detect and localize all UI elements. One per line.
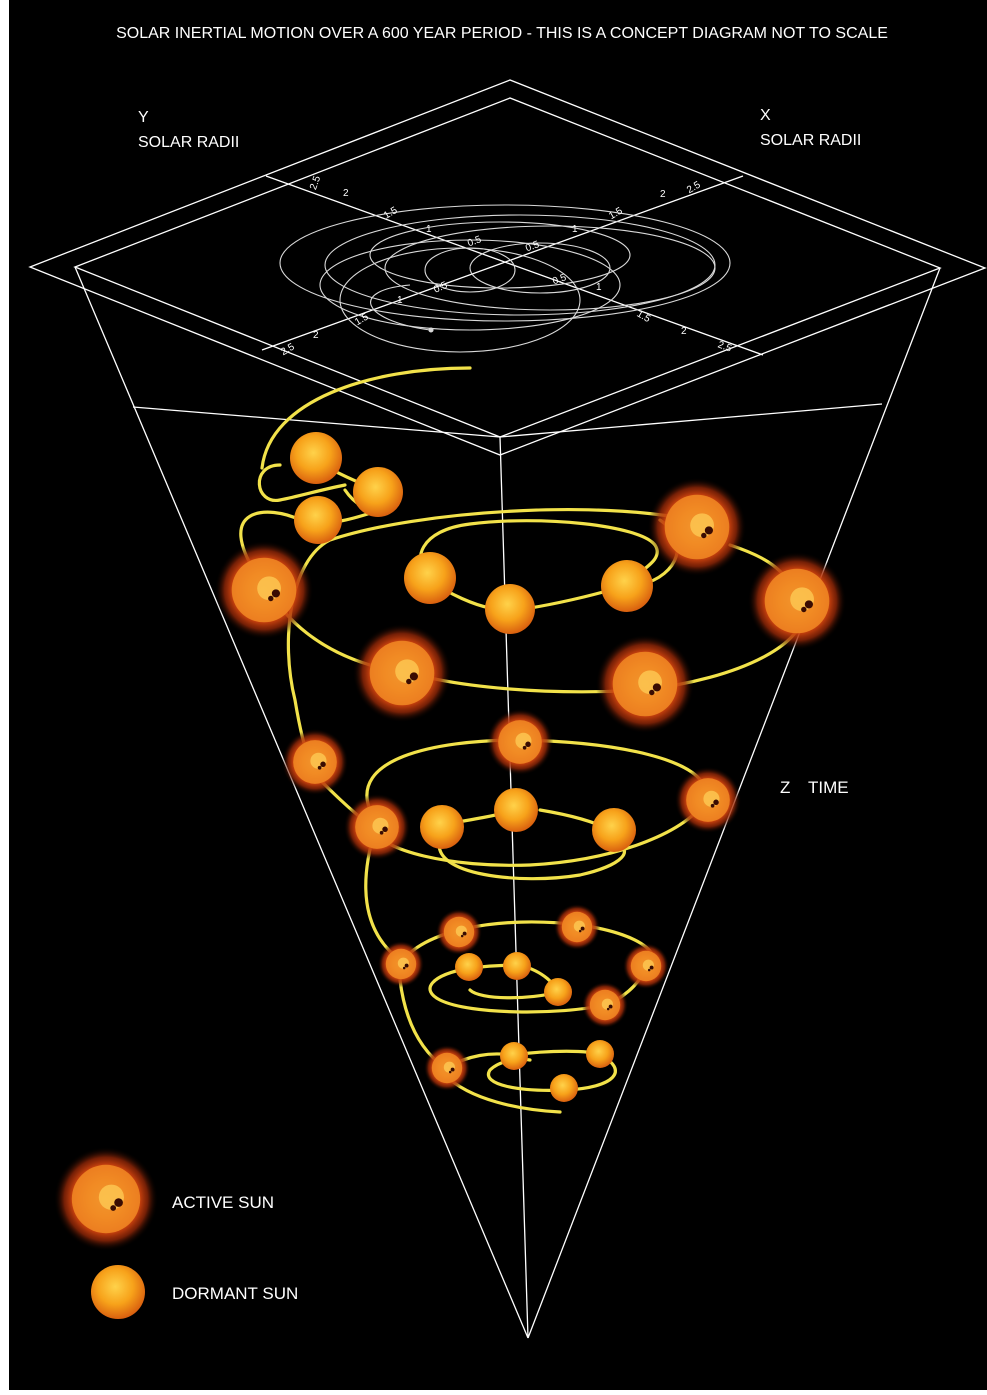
tick-label: 2 xyxy=(660,189,666,200)
y-axis-unit: SOLAR RADII xyxy=(138,134,239,151)
active-sun-icon xyxy=(53,1146,159,1252)
active-sun-icon xyxy=(553,903,601,951)
tick-label: 1 xyxy=(572,224,578,235)
dormant-sun-icon xyxy=(494,788,538,832)
diagram-background xyxy=(9,0,987,1390)
dormant-sun-icon xyxy=(544,978,572,1006)
active-sun-icon xyxy=(435,908,483,956)
z-axis-unit: TIME xyxy=(808,778,849,797)
tick-label: 2.5 xyxy=(716,340,733,355)
tick-label: 2 xyxy=(313,330,319,341)
legend-dormant-label: DORMANT SUN xyxy=(172,1284,298,1303)
dormant-sun-icon xyxy=(503,952,531,980)
tick-label: 0.5 xyxy=(551,272,568,287)
dormant-sun-icon xyxy=(586,1040,614,1068)
active-sun-icon xyxy=(214,540,314,640)
tick-label: 2.5 xyxy=(308,174,323,191)
tick-label: 2.5 xyxy=(279,341,297,358)
legend: ACTIVE SUN DORMANT SUN xyxy=(53,1146,298,1319)
dormant-sun-icon xyxy=(420,805,464,849)
dormant-sun-icon xyxy=(601,560,653,612)
active-sun-markers xyxy=(214,477,847,1092)
legend-active-label: ACTIVE SUN xyxy=(172,1193,274,1212)
dormant-sun-icon xyxy=(550,1074,578,1102)
active-sun-icon xyxy=(595,634,695,734)
dormant-sun-icon xyxy=(455,953,483,981)
dormant-sun-icon xyxy=(294,496,342,544)
active-sun-icon xyxy=(747,551,847,651)
dormant-sun-icon xyxy=(290,432,342,484)
tick-label: 0.5 xyxy=(432,280,450,296)
active-sun-icon xyxy=(581,981,629,1029)
active-sun-icon xyxy=(622,942,670,990)
active-sun-icon xyxy=(352,623,452,723)
diagram-title: SOLAR INERTIAL MOTION OVER A 600 YEAR PE… xyxy=(116,25,888,42)
z-axis-letter: Z xyxy=(780,778,790,797)
active-sun-icon xyxy=(674,766,742,834)
orbit-ellipses xyxy=(279,204,731,353)
tick-label: 2 xyxy=(681,326,687,337)
axis-ticks: 2.5 2 1.5 1 0.5 0.5 1 1.5 2 2.5 0.5 1 1.… xyxy=(279,174,733,358)
active-sun-icon xyxy=(377,940,425,988)
tick-label: 0.5 xyxy=(466,234,483,249)
tick-label: 0.5 xyxy=(524,239,541,254)
x-axis-unit: SOLAR RADII xyxy=(760,132,861,149)
dormant-sun-icon xyxy=(485,584,535,634)
tick-label: 1 xyxy=(596,282,602,293)
tick-label: 1.5 xyxy=(635,309,653,326)
tick-label: 2.5 xyxy=(685,179,703,196)
tick-label: 2 xyxy=(343,188,349,199)
x-axis-letter: X xyxy=(760,107,771,124)
active-sun-icon xyxy=(343,793,411,861)
dormant-sun-icon xyxy=(353,467,403,517)
active-sun-icon xyxy=(486,708,554,776)
dormant-sun-icon xyxy=(91,1265,145,1319)
active-sun-icon xyxy=(423,1044,471,1092)
active-sun-icon xyxy=(647,477,747,577)
tick-label: 1 xyxy=(426,224,432,235)
y-axis-letter: Y xyxy=(138,109,149,126)
dormant-sun-icon xyxy=(404,552,456,604)
active-sun-icon xyxy=(281,728,349,796)
dormant-sun-icon xyxy=(500,1042,528,1070)
dormant-sun-icon xyxy=(592,808,636,852)
tick-label: 1 xyxy=(397,295,403,306)
